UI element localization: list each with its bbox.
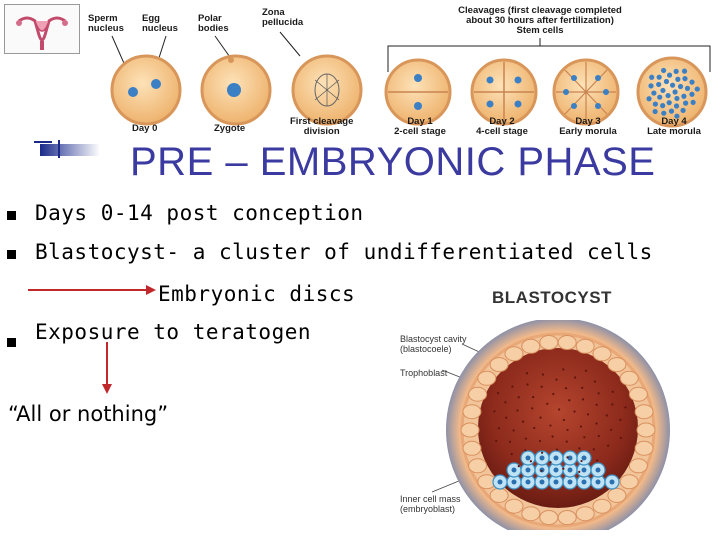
stage-day1 <box>384 58 452 126</box>
polar-bodies-label: Polar bodies <box>198 13 229 34</box>
stage-zygote <box>200 54 272 126</box>
arrow-to-embryonic-discs <box>28 285 156 295</box>
arrow-to-all-or-nothing <box>102 342 112 394</box>
uterus-icon <box>4 4 80 54</box>
stage-day4 <box>636 56 708 128</box>
blastocyst-cavity-label: Blastocyst cavity (blastocoele) <box>400 334 467 354</box>
stage-label-day4: Day 4 Late morula <box>647 116 701 137</box>
bullet-text-days: Days 0-14 post conception <box>35 201 364 225</box>
title-marker <box>30 140 100 158</box>
embryo-stages <box>110 54 708 128</box>
stage-label-day3: Day 3 Early morula <box>559 116 617 137</box>
stage-first-cleavage <box>291 54 363 126</box>
stage-label-first-cleavage: First cleavage division <box>290 116 354 137</box>
development-diagram: Sperm nucleus Egg nucleus Polar bodies Z… <box>0 0 720 140</box>
bullet-marker <box>7 211 16 220</box>
sperm-nucleus-label: Sperm nucleus <box>88 13 124 34</box>
stage-label-day2: Day 2 4-cell stage <box>476 116 528 137</box>
stage-day0 <box>110 54 182 126</box>
bullet-marker <box>7 338 16 347</box>
zona-pellucida-label: Zona pellucida <box>262 7 304 28</box>
stage-label-day0: Day 0 <box>132 123 158 134</box>
embryonic-discs-text: Embryonic discs <box>158 282 356 306</box>
stage-day3 <box>552 58 620 126</box>
egg-nucleus-label: Egg nucleus <box>142 13 178 34</box>
trophoblast-label: Trophoblast <box>400 368 448 378</box>
inner-cell-mass-label: Inner cell mass (embryoblast) <box>400 494 461 514</box>
stage-label-day1: Day 1 2-cell stage <box>394 116 446 137</box>
slide-title: PRE – EMBRYONIC PHASE <box>130 140 656 184</box>
bullet-text-teratogen: Exposure to teratogen <box>35 320 312 344</box>
bullet-marker <box>7 250 16 259</box>
stage-day2 <box>470 58 538 126</box>
stage-label-zygote: Zygote <box>214 123 246 134</box>
blastocyst-title: BLASTOCYST <box>492 288 612 307</box>
cleavages-label: Cleavages (first cleavage completed abou… <box>458 5 622 36</box>
blastocyst-figure <box>431 320 670 530</box>
bullet-text-blastocyst: Blastocyst- a cluster of undifferentiate… <box>35 240 653 264</box>
all-or-nothing-quote: “All or nothing” <box>8 402 169 426</box>
